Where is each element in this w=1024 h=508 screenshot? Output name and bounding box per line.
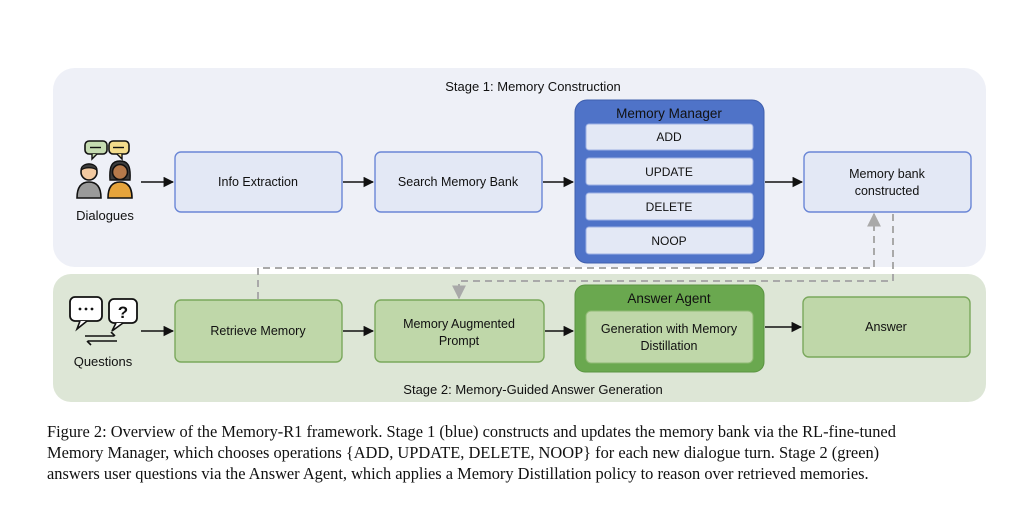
memory-augmented-prompt-line1: Memory Augmented xyxy=(403,317,515,331)
memory-bank-constructed-line1: Memory bank xyxy=(849,167,925,181)
answer-agent-title: Answer Agent xyxy=(627,291,711,306)
memory-manager-box: Memory Manager ADD UPDATE DELETE NOOP xyxy=(574,99,765,264)
caption-line-3: answers user questions via the Answer Ag… xyxy=(47,464,869,483)
search-memory-bank-label: Search Memory Bank xyxy=(398,175,519,189)
answer-box: Answer xyxy=(802,296,971,358)
operation-delete: DELETE xyxy=(585,192,754,221)
memory-augmented-prompt-line2: Prompt xyxy=(439,334,480,348)
operation-noop: NOOP xyxy=(585,226,754,255)
search-memory-bank-box: Search Memory Bank xyxy=(374,151,543,213)
info-extraction-label: Info Extraction xyxy=(218,175,298,189)
svg-text:?: ? xyxy=(118,303,128,322)
info-extraction-box: Info Extraction xyxy=(174,151,343,213)
figure-caption: Figure 2: Overview of the Memory-R1 fram… xyxy=(47,421,989,484)
operation-update-label: UPDATE xyxy=(645,165,693,179)
memory-bank-constructed-box: Memory bank constructed xyxy=(803,151,972,213)
memory-manager-title: Memory Manager xyxy=(616,106,722,121)
operation-add: ADD xyxy=(585,123,754,151)
stage2-title: Stage 2: Memory-Guided Answer Generation xyxy=(403,382,662,397)
dashed-retrieve-to-bank xyxy=(257,212,881,299)
stage1-title: Stage 1: Memory Construction xyxy=(445,79,621,94)
caption-line-1: Figure 2: Overview of the Memory-R1 fram… xyxy=(47,422,896,441)
answer-agent-box: Answer Agent Generation with Memory Dist… xyxy=(574,284,765,373)
memory-r1-diagram: Stage 1: Memory Construction Stage 2: Me… xyxy=(53,68,986,402)
generation-line2: Distillation xyxy=(641,339,698,353)
operation-update: UPDATE xyxy=(585,157,754,186)
questions-label: Questions xyxy=(74,354,133,369)
retrieve-memory-label: Retrieve Memory xyxy=(210,324,306,338)
answer-label: Answer xyxy=(865,320,907,334)
operation-noop-label: NOOP xyxy=(651,234,686,248)
operation-delete-label: DELETE xyxy=(646,200,693,214)
two-people-chat-icon xyxy=(76,140,133,199)
operation-add-label: ADD xyxy=(656,130,682,144)
retrieve-memory-box: Retrieve Memory xyxy=(174,299,343,363)
memory-augmented-prompt-box: Memory Augmented Prompt xyxy=(374,299,545,363)
memory-bank-constructed-line2: constructed xyxy=(855,184,920,198)
generation-with-memory-distillation-box xyxy=(585,310,754,364)
caption-line-2: Memory Manager, which chooses operations… xyxy=(47,443,880,462)
generation-line1: Generation with Memory xyxy=(601,322,738,336)
speech-bubbles-question-icon: ? xyxy=(69,296,138,346)
dashed-bank-to-prompt xyxy=(452,214,894,300)
dialogues-label: Dialogues xyxy=(76,208,134,223)
